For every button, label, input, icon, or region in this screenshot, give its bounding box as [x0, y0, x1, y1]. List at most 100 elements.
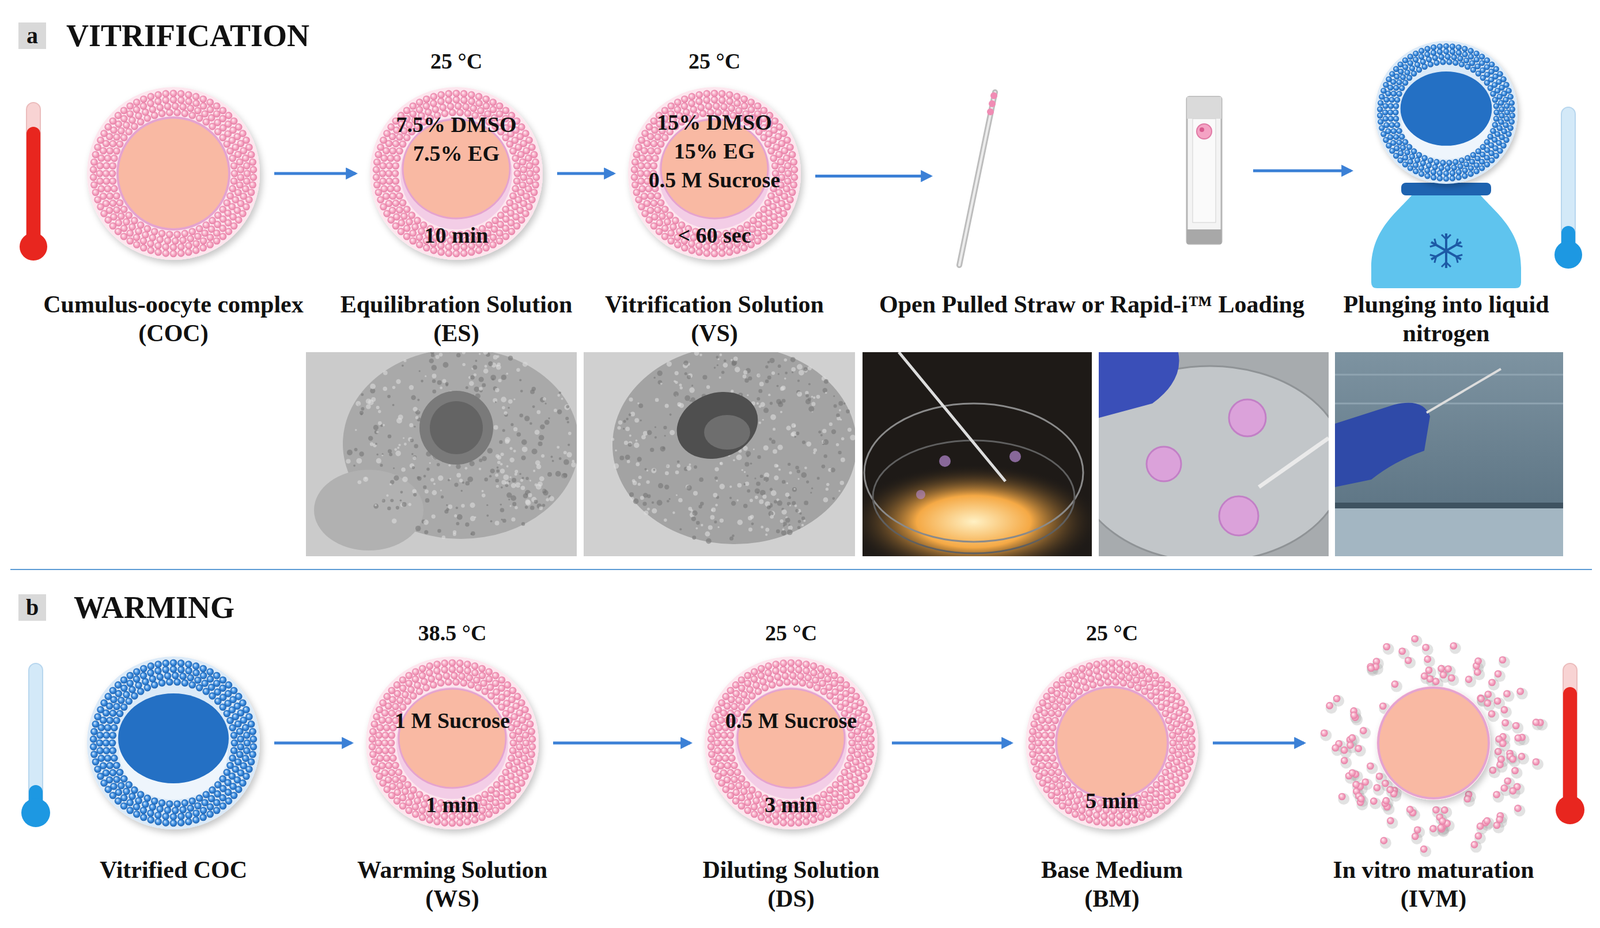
cumulus-cell: [90, 158, 98, 166]
cell-texture: [508, 480, 511, 483]
cell-texture: [542, 488, 547, 494]
cell-texture: [837, 450, 842, 455]
cell-texture: [663, 518, 668, 523]
cell-texture: [399, 498, 403, 502]
cumulus-cell: [1418, 53, 1425, 60]
cumulus-cell: [171, 237, 180, 245]
process-arrow: [274, 741, 352, 745]
cell-texture: [780, 519, 784, 523]
cell-texture: [530, 505, 535, 510]
cell-texture: [534, 499, 539, 504]
cell-texture: [509, 447, 513, 450]
cumulus-cell: [1479, 53, 1485, 60]
cumulus-cell: [496, 229, 504, 237]
cumulus-cell: [126, 102, 135, 111]
cumulus-cell: [513, 169, 522, 178]
cell-texture: [654, 436, 657, 439]
cumulus-cell: [93, 195, 102, 204]
cell-texture: [452, 532, 457, 536]
cell-texture: [623, 419, 627, 423]
cumulus-cell: [164, 102, 172, 111]
cell-texture: [813, 448, 817, 452]
cumulus-cell: [502, 232, 510, 241]
cell-texture: [625, 417, 629, 421]
cumulus-cell: [1424, 172, 1431, 179]
drawing-part: [1563, 686, 1577, 810]
cumulus-cell: [102, 161, 111, 170]
open-pulled-straw: [959, 92, 998, 266]
drawing-part: [898, 352, 1006, 482]
cell-texture: [633, 442, 640, 449]
drawing-part: [26, 102, 41, 247]
cumulus-cell: [130, 691, 139, 700]
cell-texture: [804, 466, 808, 469]
cumulus-cell: [667, 237, 676, 245]
node-outline: [87, 656, 260, 830]
cell-texture: [510, 422, 514, 426]
cell-texture: [717, 358, 720, 361]
cell-texture: [749, 498, 754, 502]
solution-step: 25 °C15% DMSO15% EG0.5 M Sucrose< 60 sec…: [628, 87, 801, 260]
cumulus-cell: [109, 161, 117, 170]
cell-texture: [469, 502, 475, 508]
warm-thermometer: [1555, 663, 1585, 824]
cell-texture: [678, 403, 681, 407]
cell-texture: [675, 493, 678, 496]
cumulus-cell: [225, 111, 233, 120]
cell-texture: [736, 454, 743, 460]
cell-texture: [413, 443, 418, 448]
cell-texture: [537, 481, 543, 487]
cell-texture: [401, 467, 406, 472]
cell-texture: [362, 476, 369, 482]
cumulus-cell: [112, 775, 121, 784]
cumulus-cell: [171, 102, 180, 111]
cell-texture: [455, 506, 459, 509]
step-caption: Equilibration Solution (ES): [329, 289, 584, 348]
drawing-part: [19, 232, 48, 261]
cell-texture: [500, 396, 507, 403]
cell-texture: [417, 476, 422, 481]
cell-texture: [478, 467, 482, 470]
cell-texture: [679, 383, 683, 387]
cell-texture: [377, 421, 382, 426]
node-outline: [1365, 37, 1527, 289]
cell-texture: [655, 398, 660, 403]
cumulus-cell: [430, 92, 438, 101]
cumulus-cell: [126, 229, 134, 237]
cell-texture: [481, 383, 486, 388]
process-arrow: [557, 172, 614, 176]
cumulus-cell: [1424, 46, 1431, 52]
cell-texture: [821, 464, 826, 469]
cell-texture: [770, 414, 777, 421]
cumulus-cell: [199, 244, 207, 252]
cell-texture: [505, 483, 509, 487]
cell-texture: [369, 441, 374, 446]
cell-texture: [424, 530, 429, 535]
cell-texture: [407, 502, 412, 506]
cumulus-cell: [531, 158, 540, 166]
cumulus-cell: [1430, 49, 1437, 56]
cell-texture: [657, 379, 663, 385]
step-caption: Plunging into liquid nitrogen: [1330, 289, 1562, 348]
cell-texture: [699, 353, 703, 357]
cumulus-cell: [102, 739, 111, 747]
cell-texture: [462, 362, 465, 366]
cumulus-cell: [248, 158, 257, 166]
cell-texture: [556, 445, 560, 449]
cell-texture: [781, 530, 787, 536]
cell-texture: [520, 389, 524, 393]
cell-texture: [731, 500, 736, 506]
cell-texture: [686, 375, 691, 380]
cumulus-cell: [239, 129, 247, 138]
cumulus-ground: [1374, 40, 1518, 184]
cumulus-cell: [154, 97, 162, 105]
cumulus-cell: [106, 146, 115, 155]
drawing-part: [1430, 238, 1463, 263]
cumulus-cell: [1508, 118, 1515, 125]
cumulus-cell: [1449, 48, 1456, 55]
cumulus-cell: [661, 133, 669, 142]
cell-texture: [801, 523, 805, 527]
cell-texture: [759, 381, 764, 387]
cumulus-cell: [1461, 167, 1468, 173]
cumulus-cell: [102, 177, 111, 185]
